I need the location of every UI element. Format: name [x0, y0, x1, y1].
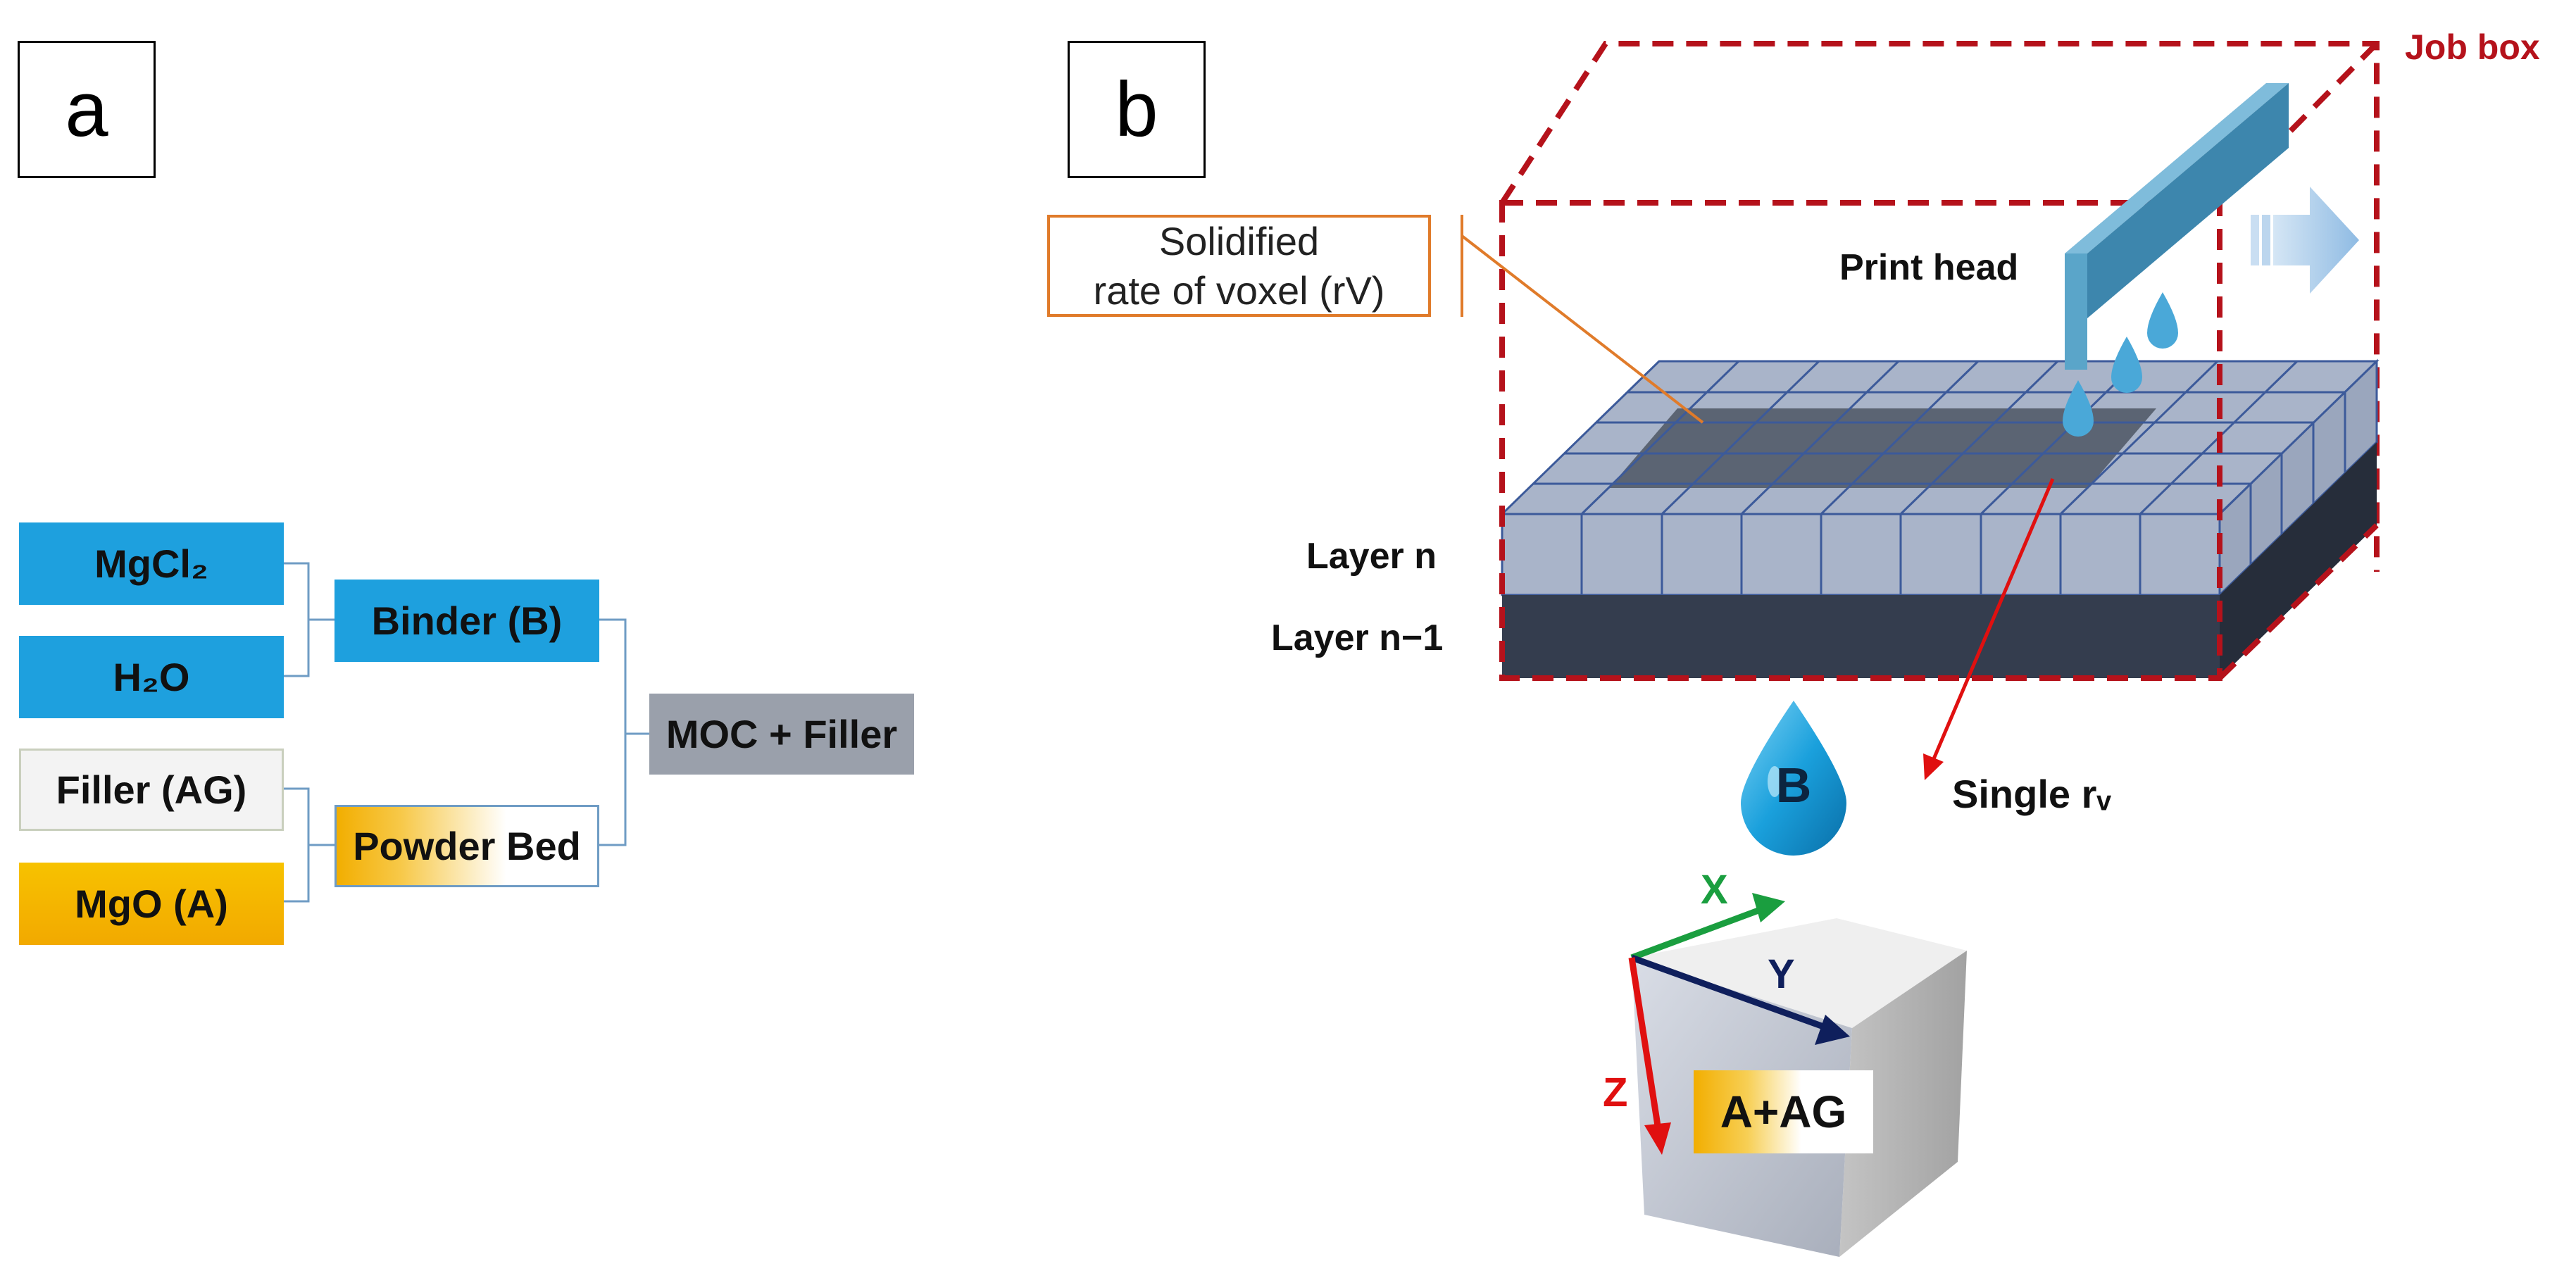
job-box-front — [1499, 200, 2379, 681]
connector-h2o — [284, 620, 310, 677]
axis-x-label: X — [1701, 867, 1728, 913]
connector-powder-bed — [599, 734, 627, 846]
panel-b-label: b — [1068, 41, 1206, 178]
axis-y-label: Y — [1768, 951, 1795, 997]
print-head-motion-arrow — [2251, 187, 2359, 294]
layer-n-label: Layer n — [1306, 536, 1437, 577]
layer-n-minus-1-side — [2220, 442, 2377, 678]
callout-line-1: Solidified — [1158, 218, 1320, 263]
job-box-label: Job box — [2405, 27, 2540, 67]
axis-y-arrow — [1630, 954, 1850, 1045]
connector-filler — [284, 787, 334, 846]
layer-n-side-cells — [2249, 392, 2346, 565]
axis-z-arrow — [1628, 957, 1671, 1155]
cube-composition-label: A+AG — [1694, 1070, 1873, 1153]
panel-a-label: a — [18, 41, 156, 178]
single-rv-arrow — [1923, 478, 2055, 780]
connector-mgo — [284, 845, 310, 903]
print-head — [2065, 83, 2289, 370]
binder-drop-large — [1741, 701, 1846, 856]
powder-bed-box: Powder Bed — [334, 805, 599, 887]
single-rv-label: Single rᵥ — [1952, 772, 2111, 816]
print-head-label: Print head — [1839, 247, 2019, 288]
connector-mgcl2 — [284, 562, 334, 621]
callout-line-2: rate of voxel (rV) — [1093, 268, 1385, 313]
layer-n-minus-1-label: Layer n−1 — [1271, 618, 1444, 658]
layer-n-front — [1501, 513, 2221, 596]
solidified-rate-callout: Solidified rate of voxel (rV) — [1047, 215, 1431, 317]
filler-box: Filler (AG) — [19, 749, 284, 831]
h2o-box: H₂O — [19, 636, 284, 718]
mgo-box: MgO (A) — [19, 863, 284, 945]
mgcl2-box: MgCl₂ — [19, 522, 284, 605]
binder-box: Binder (B) — [334, 580, 599, 662]
moc-filler-box: MOC + Filler — [649, 694, 914, 775]
callout-leader — [1461, 215, 1704, 424]
binder-droplets — [2063, 292, 2178, 437]
connector-binder — [599, 618, 649, 735]
axis-z-label: Z — [1603, 1070, 1628, 1115]
axis-x-arrow — [1630, 893, 1785, 961]
layer-n-cells — [1580, 514, 2142, 595]
layer-n-minus-1-front — [1502, 595, 2220, 678]
solidified-region — [1609, 408, 2156, 488]
binder-drop-letter: B — [1775, 758, 1812, 813]
